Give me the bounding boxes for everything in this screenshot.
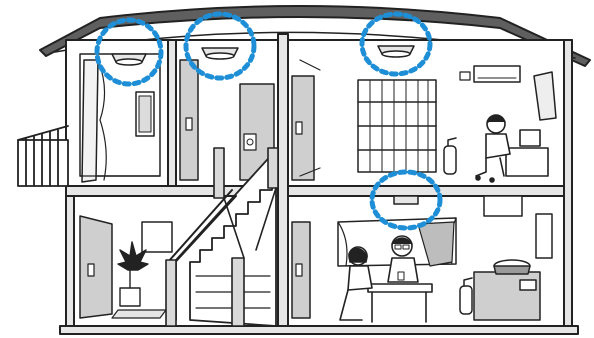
newel-post bbox=[166, 260, 176, 326]
entrance-door bbox=[80, 216, 112, 318]
smoke-detector-icon bbox=[112, 54, 146, 65]
wall-cabinet bbox=[484, 196, 522, 216]
smoke-detector-icon bbox=[394, 196, 418, 204]
study-door bbox=[292, 76, 314, 180]
upstairs-left-room bbox=[80, 54, 160, 182]
smoke-detector-icon bbox=[202, 48, 238, 59]
bookshelf bbox=[358, 80, 436, 172]
doormat bbox=[112, 310, 166, 318]
laptop-icon bbox=[520, 130, 540, 146]
smoke-detector-icon bbox=[378, 46, 414, 57]
balcony-railing bbox=[18, 126, 68, 186]
wall-frame bbox=[142, 222, 172, 252]
curtain bbox=[82, 60, 98, 182]
